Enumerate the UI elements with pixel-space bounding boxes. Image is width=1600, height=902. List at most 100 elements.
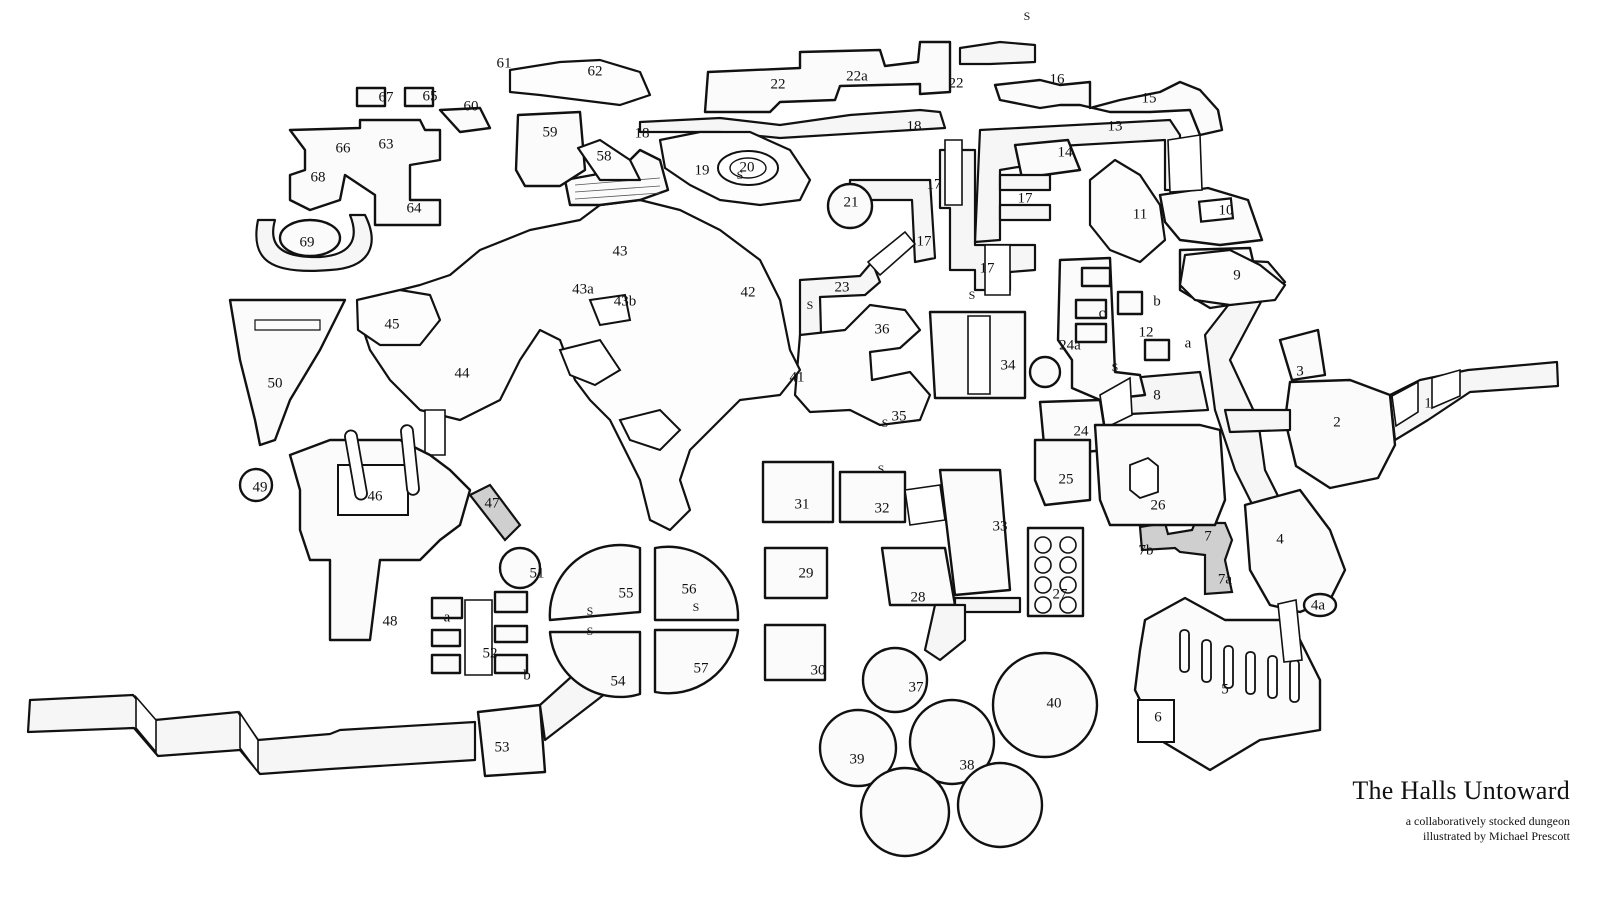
room-label: a bbox=[444, 609, 451, 625]
room-label: 3 bbox=[1296, 363, 1304, 379]
room-label: 43 bbox=[613, 243, 628, 259]
room-group-51-57 bbox=[430, 543, 740, 699]
room-label: 13 bbox=[1108, 118, 1123, 134]
room-label: 2 bbox=[1333, 414, 1341, 430]
room-label: 27 bbox=[1053, 586, 1069, 602]
room-label: 32 bbox=[875, 500, 890, 516]
room-label: 23 bbox=[835, 279, 850, 295]
room-label: 19 bbox=[695, 162, 710, 178]
room-label: 59 bbox=[543, 124, 558, 140]
secret-door-icon: S bbox=[587, 624, 594, 638]
secret-door-icon: S bbox=[587, 604, 594, 618]
room-label: 55 bbox=[619, 585, 634, 601]
room-label: 40 bbox=[1047, 695, 1062, 711]
room-label: 53 bbox=[495, 739, 510, 755]
secret-door-icon: S bbox=[1024, 9, 1031, 23]
room-group-27-33 bbox=[761, 460, 1085, 682]
map-subtitle: a collaboratively stocked dungeon bbox=[1405, 814, 1570, 828]
room-label: 21 bbox=[844, 194, 859, 210]
room-label: 37 bbox=[909, 679, 925, 695]
room-label: 5 bbox=[1221, 681, 1229, 697]
room-label: 39 bbox=[850, 751, 865, 767]
room-group-8-26 bbox=[1028, 256, 1227, 527]
room-label: 50 bbox=[268, 375, 283, 391]
room-label: 56 bbox=[682, 581, 698, 597]
room-labels: 12344a5677a7b89101112abc1314151617171717… bbox=[253, 55, 1432, 773]
room-label: 61 bbox=[497, 55, 512, 71]
room-label: 68 bbox=[311, 169, 326, 185]
room-label: 17 bbox=[927, 176, 943, 192]
room-group-37-40 bbox=[818, 603, 1099, 858]
room-label: 22 bbox=[771, 76, 786, 92]
room-label: 18 bbox=[907, 118, 922, 134]
room-label: 43b bbox=[614, 293, 637, 309]
room-label: 17 bbox=[1018, 190, 1034, 206]
room-label: 49 bbox=[253, 479, 268, 495]
room-label: 60 bbox=[464, 98, 479, 114]
room-label: 41 bbox=[790, 369, 805, 385]
room-label: 67 bbox=[379, 89, 395, 105]
room-label: 17 bbox=[980, 260, 996, 276]
room-label: 22a bbox=[846, 68, 868, 84]
room-label: 65 bbox=[423, 88, 438, 104]
room-label: 25 bbox=[1059, 471, 1074, 487]
room-label: 58 bbox=[597, 148, 612, 164]
secret-door-icon: S bbox=[693, 600, 700, 614]
room-label: 45 bbox=[385, 316, 400, 332]
room-group-9-16 bbox=[973, 78, 1287, 307]
room-label: 54 bbox=[611, 673, 627, 689]
secret-door-icon: S bbox=[882, 416, 889, 430]
room-label: 26 bbox=[1151, 497, 1167, 513]
cavern-41-45 bbox=[355, 148, 802, 532]
room-label: 10 bbox=[1219, 202, 1234, 218]
room-label: 12 bbox=[1139, 324, 1154, 340]
room-label: 9 bbox=[1233, 267, 1241, 283]
room-label: 15 bbox=[1142, 90, 1157, 106]
room-label: 22 bbox=[949, 75, 964, 91]
room-label: 34 bbox=[1001, 357, 1017, 373]
room-label: 28 bbox=[911, 589, 926, 605]
room-label: 57 bbox=[694, 660, 710, 676]
room-label: 20 bbox=[740, 159, 755, 175]
room-group-18-22 bbox=[638, 40, 1037, 230]
room-group-46-50 bbox=[228, 298, 542, 642]
secret-door-icon: S bbox=[878, 462, 885, 476]
room-label: 38 bbox=[960, 757, 975, 773]
room-group-4-7 bbox=[1133, 488, 1347, 772]
room-group-1-3 bbox=[1278, 328, 1560, 490]
room-label: 24 bbox=[1074, 423, 1090, 439]
room-label: 7a bbox=[1218, 571, 1233, 587]
room-label: 11 bbox=[1133, 206, 1147, 222]
secret-door-icon: S bbox=[807, 298, 814, 312]
room-label: c bbox=[1099, 305, 1106, 321]
room-label: 36 bbox=[875, 321, 891, 337]
room-label: 7 bbox=[1204, 528, 1212, 544]
room-label: 69 bbox=[300, 234, 315, 250]
map-credit: illustrated by Michael Prescott bbox=[1423, 829, 1570, 843]
room-label: 46 bbox=[368, 488, 384, 504]
secret-door-icon: S bbox=[1112, 360, 1119, 374]
room-label: 43a bbox=[572, 281, 594, 297]
map-title: The Halls Untoward bbox=[1352, 776, 1570, 805]
room-label: 63 bbox=[379, 136, 394, 152]
room-label: a bbox=[1185, 335, 1192, 351]
room-label: 30 bbox=[811, 662, 826, 678]
room-group-17-36 bbox=[793, 139, 1052, 427]
room-label: 24a bbox=[1059, 337, 1081, 353]
room-label: 8 bbox=[1153, 387, 1161, 403]
room-label: 6 bbox=[1154, 709, 1162, 725]
room-label: 14 bbox=[1058, 144, 1074, 160]
room-group-58-69 bbox=[255, 58, 652, 272]
room-label: 4 bbox=[1276, 531, 1284, 547]
room-label: b bbox=[523, 667, 531, 683]
room-label: 42 bbox=[741, 284, 756, 300]
room-label: 47 bbox=[485, 495, 501, 511]
room-label: 29 bbox=[799, 565, 814, 581]
room-label: 31 bbox=[795, 496, 810, 512]
room-label: 51 bbox=[530, 565, 545, 581]
room-label: 35 bbox=[892, 408, 907, 424]
room-label: 7b bbox=[1139, 542, 1154, 558]
room-label: 18 bbox=[635, 125, 650, 141]
room-label: 4a bbox=[1311, 597, 1326, 613]
room-label: 44 bbox=[455, 365, 471, 381]
